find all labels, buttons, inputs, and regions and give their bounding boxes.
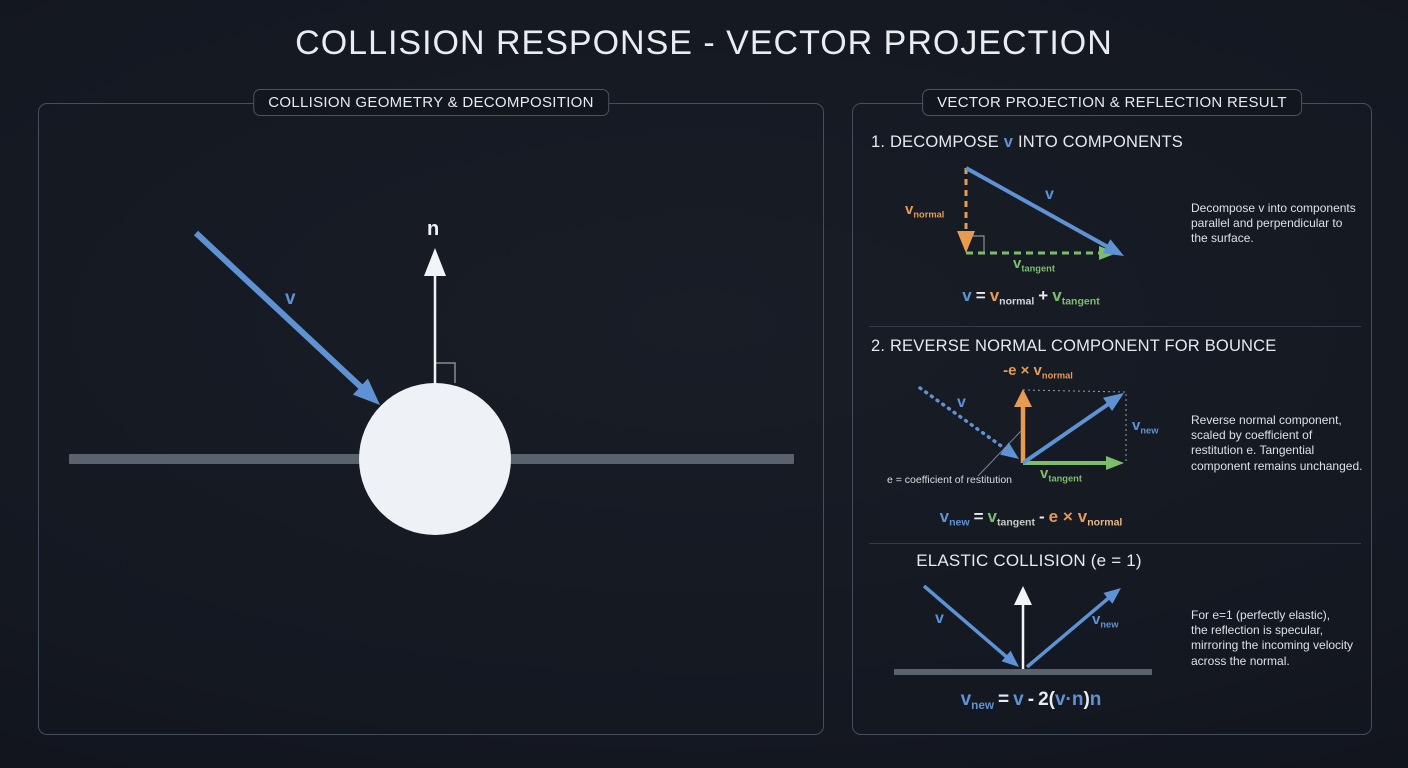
normal-arrow [424,248,446,384]
reversed-normal-arrow [1014,389,1032,463]
ball-circle [359,383,511,535]
v-label: v [935,610,944,627]
e-leader-line [977,430,1022,477]
section-2-heading: 2. REVERSE NORMAL COMPONENT FOR BOUNCE [871,337,1277,355]
velocity-arrow [193,230,380,405]
normal-arrow [1014,586,1032,669]
equation-3: vnew=v-2(v·n)n [960,689,1102,713]
guide-dotted-lines [1022,389,1127,463]
vnew-label: vnew [1092,611,1119,630]
vnew-arrow [1021,393,1124,465]
equation-2: vnew=vtangent-e ×vnormal [939,507,1123,529]
vnew-arrow [1025,588,1121,669]
velocity-arrow [965,166,1124,256]
collision-geometry-diagram [69,230,794,535]
section-divider-2 [869,543,1361,544]
elastic-collision-diagram [894,584,1152,675]
section-3-heading: ELASTIC COLLISION (e = 1) [916,551,1142,570]
left-panel-header: COLLISION GEOMETRY & DECOMPOSITION [253,89,609,116]
vtangent-label: vtangent [1013,255,1055,274]
v-label: v [1045,186,1054,203]
velocity-label: v [285,288,296,309]
right-angle-marker [436,362,456,383]
surface-bar [894,669,1152,675]
section-3-note: For e=1 (perfectly elastic), the reflect… [1191,608,1354,668]
vtangent-arrow [1023,456,1124,470]
bounce-diagram [918,386,1127,477]
vnormal-arrow [957,168,975,253]
vtangent-label: vtangent [1040,465,1082,484]
right-panel-header: VECTOR PROJECTION & REFLECTION RESULT [922,89,1302,116]
section-2-note: Reverse normal component, scaled by coef… [1191,413,1363,473]
incoming-velocity-arrow [922,584,1019,667]
vnew-label: vnew [1132,417,1159,436]
section-1-note: Decompose v into components parallel and… [1191,201,1356,246]
right-panel: VECTOR PROJECTION & REFLECTION RESULT 1.… [852,89,1372,735]
v-label: v [957,394,966,411]
incoming-velocity-dotted-arrow [918,386,1019,459]
scaled-normal-label: -e × vnormal [1003,362,1073,381]
normal-label: n [427,218,440,240]
page-title: COLLISION RESPONSE - VECTOR PROJECTION [295,24,1113,62]
equation-1: v=vnormal+vtangent [962,286,1100,308]
section-divider-1 [869,326,1361,327]
left-panel: COLLISION GEOMETRY & DECOMPOSITION v n [38,89,824,735]
decompose-diagram [957,166,1124,260]
right-angle-marker [971,235,985,252]
section-1-heading: 1. DECOMPOSE v INTO COMPONENTS [871,133,1183,151]
vnormal-label: vnormal [905,201,945,220]
e-definition-label: e = coefficient of restitution [887,474,1013,486]
